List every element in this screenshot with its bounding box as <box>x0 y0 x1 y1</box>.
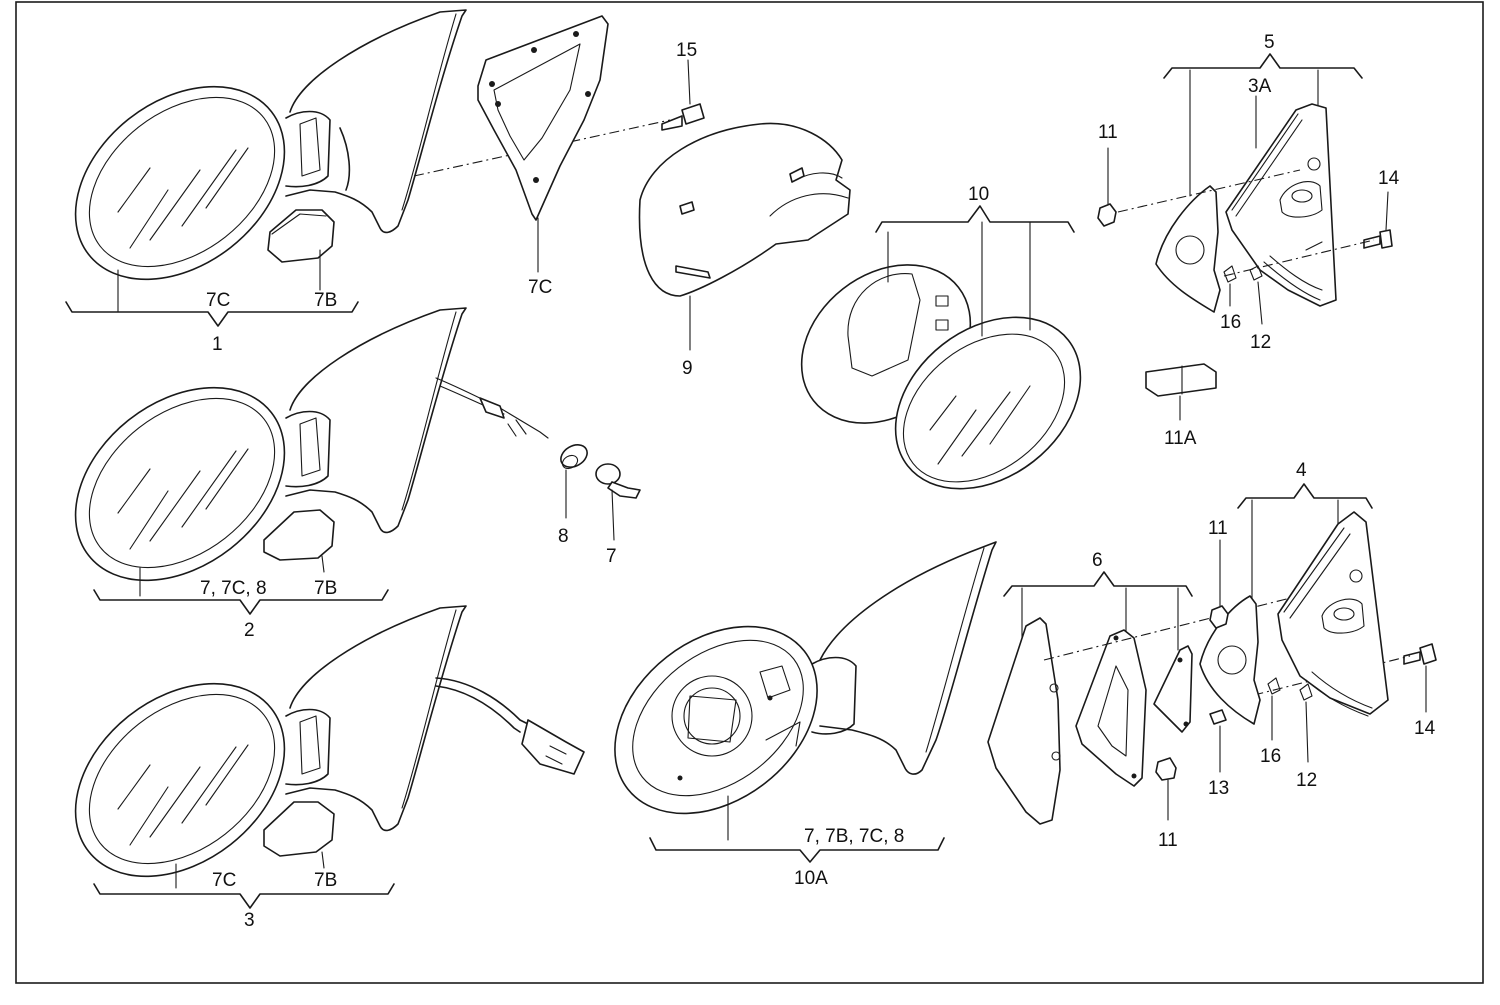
switch-11a: 11A <box>1145 363 1217 449</box>
mount-plate-7c: 7C <box>477 15 609 298</box>
callout-group1-note-7b: 7B <box>314 290 337 311</box>
callout-1: 1 <box>212 334 223 355</box>
connector-7: 7 <box>595 463 641 567</box>
mirror-glass-10: 10 <box>800 184 1082 490</box>
callout-15: 15 <box>676 40 697 61</box>
callout-4: 4 <box>1296 460 1307 481</box>
callout-10: 10 <box>968 184 989 205</box>
callout-group3-note-7b: 7B <box>314 870 337 891</box>
callout-14-top: 14 <box>1378 168 1400 189</box>
trim-group-5: 5 3A 11 14 16 12 <box>1097 32 1400 353</box>
trim-group-6: 6 11 <box>987 550 1411 851</box>
grommet-8: 8 <box>558 444 588 547</box>
callout-11-mid: 11 <box>1208 518 1228 539</box>
callout-3: 3 <box>244 910 255 931</box>
callout-group1-note-7c: 7C <box>206 290 230 311</box>
callout-group2-note-7b: 7B <box>314 578 337 599</box>
screw-15: 15 <box>661 40 705 131</box>
callout-7: 7 <box>606 546 617 567</box>
callout-12-bottom: 12 <box>1296 770 1317 791</box>
trim-group-4: 4 11 14 13 16 12 <box>1199 460 1437 799</box>
assembly-line-1 <box>413 119 671 177</box>
callout-10a: 10A <box>794 868 828 889</box>
callout-11a: 11A <box>1164 428 1197 449</box>
callout-12-top: 12 <box>1250 332 1271 353</box>
callout-16-bottom: 16 <box>1260 746 1281 767</box>
callout-group3-note-7c: 7C <box>212 870 236 891</box>
housing-cover-9: 9 <box>638 122 851 379</box>
callout-8: 8 <box>558 526 569 547</box>
callout-9: 9 <box>682 358 693 379</box>
callout-group10a-note: 7, 7B, 7C, 8 <box>804 826 904 847</box>
callout-5: 5 <box>1264 32 1275 53</box>
callout-6: 6 <box>1092 550 1103 571</box>
callout-3a: 3A <box>1248 76 1272 97</box>
mirror-assembly-10a: 7, 7B, 7C, 8 10A <box>614 541 997 889</box>
mirror-assembly-1: 7C 7B 1 <box>65 9 467 355</box>
mirror-assembly-2: 7, 7C, 8 7B 2 <box>74 307 549 641</box>
callout-13: 13 <box>1208 778 1229 799</box>
callout-7c-plate: 7C <box>528 277 552 298</box>
callout-11-top: 11 <box>1098 122 1118 143</box>
callout-group2-note: 7, 7C, 8 <box>200 578 267 599</box>
callout-14-bottom: 14 <box>1414 718 1436 739</box>
callout-2: 2 <box>244 620 255 641</box>
mirror-assembly-3: 7C 7B 3 <box>74 605 585 931</box>
callout-16-top: 16 <box>1220 312 1241 333</box>
callout-11-bottom: 11 <box>1158 830 1178 851</box>
page-frame <box>15 1 1484 984</box>
